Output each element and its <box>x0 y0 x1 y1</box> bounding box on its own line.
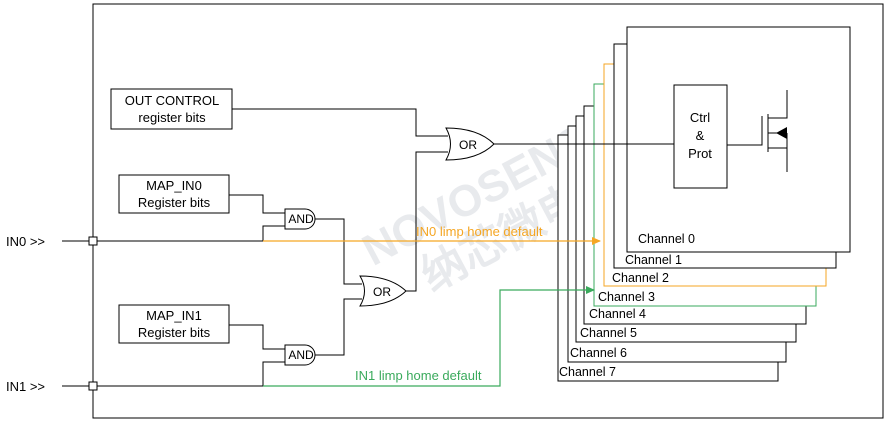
and-gate-top: AND <box>284 208 316 230</box>
channel-1-label: Channel 1 <box>625 253 682 267</box>
channel-stack: Channel 7 Channel 6 Channel 5 Channel 4 … <box>557 26 851 382</box>
map-in1-line2: Register bits <box>138 325 211 340</box>
or-gate-mid: OR <box>359 275 407 307</box>
ctrl-prot-block <box>673 84 728 189</box>
map-in1-line1: MAP_IN1 <box>146 308 202 323</box>
map-in1-block <box>118 304 230 344</box>
map-in0-block <box>118 174 230 214</box>
in1-pin <box>88 381 98 391</box>
channel-0-box <box>626 26 851 253</box>
channel-6-label: Channel 6 <box>570 346 627 360</box>
in1-limp-label: IN1 limp home default <box>355 368 482 383</box>
in0-label: IN0 >> <box>6 234 45 249</box>
in0-limp-label: IN0 limp home default <box>416 224 543 239</box>
ctrl-amp-label: & <box>696 128 705 143</box>
out-control-line2: register bits <box>138 110 206 125</box>
prot-label: Prot <box>688 146 712 161</box>
channel-4-label: Channel 4 <box>589 307 646 321</box>
or-gate-top: OR <box>445 127 495 161</box>
channel-2-label: Channel 2 <box>612 271 669 285</box>
in0-pin <box>88 236 98 246</box>
in1-label: IN1 >> <box>6 379 45 394</box>
channel-5-label: Channel 5 <box>580 326 637 340</box>
map-in0-line1: MAP_IN0 <box>146 178 202 193</box>
out-control-line1: OUT CONTROL <box>125 93 219 108</box>
or-gate-top-label: OR <box>459 138 477 152</box>
ctrl-label: Ctrl <box>690 110 710 125</box>
channel-0-label: Channel 0 <box>638 232 695 246</box>
mosfet-icon <box>727 90 788 172</box>
in1-limp-path <box>263 286 595 387</box>
and-gate-bottom: AND <box>284 344 316 366</box>
channel-7-label: Channel 7 <box>559 365 616 379</box>
and-gate-bottom-label: AND <box>288 348 314 362</box>
channel-3-label: Channel 3 <box>598 290 655 304</box>
and-gate-top-label: AND <box>288 212 314 226</box>
map-in0-line2: Register bits <box>138 195 211 210</box>
or-gate-mid-label: OR <box>373 285 391 299</box>
